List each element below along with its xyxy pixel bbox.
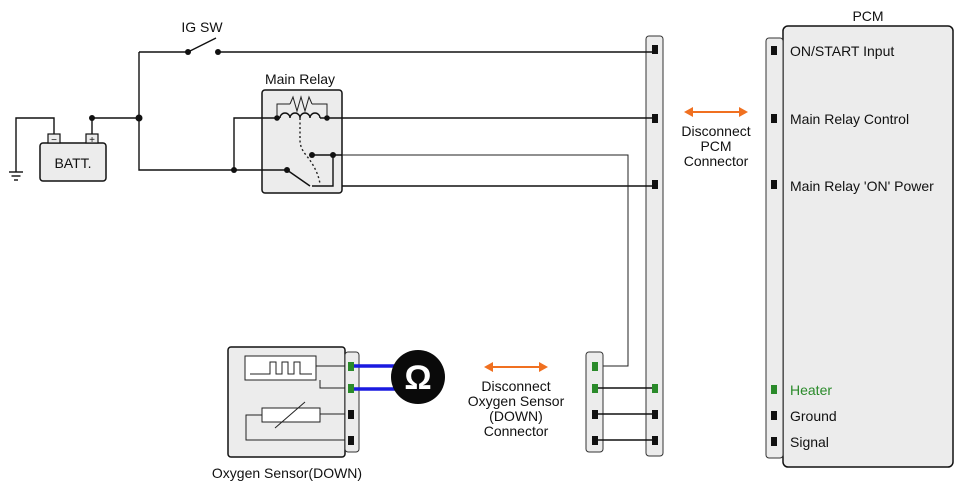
pcm-label-main-relay-control: Main Relay Control	[790, 111, 909, 127]
pcm-pin-main-relay-control	[771, 114, 777, 123]
disconnect-o2-label-1: Disconnect	[481, 378, 550, 394]
battery	[39, 133, 107, 182]
o2-harness-connector-strip[interactable]	[585, 351, 604, 453]
disconnect-o2-label-3: (DOWN)	[489, 408, 543, 424]
harness-pcm-connector-strip[interactable]	[645, 35, 664, 457]
relay-contact-icon	[262, 152, 342, 187]
pcm-label-ground: Ground	[790, 408, 837, 424]
pcm-pin-signal	[771, 437, 777, 446]
disconnect-pcm-arrow	[684, 107, 748, 117]
battery-neg-symbol: −	[51, 135, 57, 146]
main-relay-label: Main Relay	[265, 71, 335, 87]
junction-dot	[89, 115, 95, 121]
o2-harness-pin-2	[592, 384, 598, 393]
ohmmeter-icon[interactable]	[391, 350, 445, 404]
o2-harness-pin-1	[592, 362, 598, 371]
pcm-label-signal: Signal	[790, 434, 829, 450]
ohmmeter-symbol: Ω	[404, 359, 431, 397]
pcm-pin-main-relay-power	[771, 180, 777, 189]
disconnect-o2-label-4: Connector	[484, 423, 549, 439]
o2-harness-pin-3	[592, 410, 598, 419]
pcm-label-heater: Heater	[790, 382, 832, 398]
oxygen-sensor-label: Oxygen Sensor(DOWN)	[212, 465, 362, 481]
junction-dot	[231, 167, 237, 173]
harness-pin-on-start	[652, 45, 658, 54]
heater-element-icon	[244, 355, 345, 389]
ig-sw-label: IG SW	[181, 19, 223, 35]
pcm-box	[782, 25, 954, 468]
disconnect-pcm-label-2: PCM	[700, 138, 731, 154]
sensing-element-icon	[245, 401, 345, 441]
ig-switch-icon	[185, 37, 221, 55]
pcm-label-on-start: ON/START Input	[790, 43, 894, 59]
disconnect-pcm-label-3: Connector	[684, 153, 749, 169]
harness-pin-signal	[652, 436, 658, 445]
pcm-label-main-relay-power: Main Relay 'ON' Power	[790, 178, 934, 194]
harness-pin-main-relay-power	[652, 180, 658, 189]
wire-relay-to-o2-heater	[342, 154, 629, 367]
oxygen-sensor-pin-2	[348, 384, 354, 393]
ground-symbol-icon	[9, 117, 55, 181]
oxygen-sensor-pin-3	[348, 410, 354, 419]
relay-resistor-icon	[276, 95, 328, 118]
battery-label: BATT.	[54, 155, 91, 171]
wire-batt-positive	[91, 117, 139, 134]
o2-harness-pin-4	[592, 436, 598, 445]
pcm-connector-strip	[765, 37, 784, 459]
oxygen-sensor-pin-1	[348, 362, 354, 371]
disconnect-o2-arrow	[484, 362, 548, 372]
harness-pin-heater	[652, 384, 658, 393]
junction-dot	[135, 114, 143, 122]
harness-pin-ground	[652, 410, 658, 419]
disconnect-o2-label-2: Oxygen Sensor	[468, 393, 565, 409]
main-relay-box	[261, 89, 343, 194]
wire-relay-coil-feed	[233, 117, 262, 170]
pcm-title: PCM	[852, 8, 883, 24]
pcm-pin-heater	[771, 385, 777, 394]
battery-pos-symbol: +	[89, 135, 95, 146]
oxygen-sensor-connector-strip[interactable]	[344, 351, 360, 453]
pcm-pin-on-start	[771, 46, 777, 55]
oxygen-sensor-pin-4	[348, 436, 354, 445]
wire-batt-trunk	[138, 52, 262, 171]
disconnect-pcm-label-1: Disconnect	[681, 123, 750, 139]
pcm-pin-ground	[771, 411, 777, 420]
